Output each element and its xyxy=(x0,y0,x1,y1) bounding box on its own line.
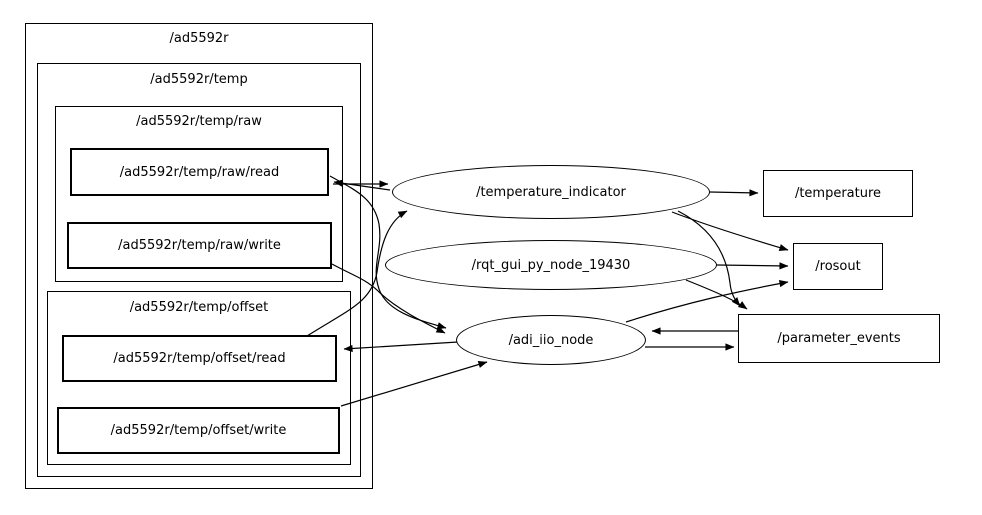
edge-temperature-indicator-to-temperature xyxy=(709,189,759,197)
service-raw-read-label: /ad5592r/temp/raw/read xyxy=(119,164,280,180)
topic-parameter-events[interactable]: /parameter_events xyxy=(738,314,940,363)
topic-parameter-events-label: /parameter_events xyxy=(777,331,901,346)
cluster-label-ad5592r-temp-offset: /ad5592r/temp/offset xyxy=(129,300,269,315)
node-temperature-indicator-label: /temperature_indicator xyxy=(476,184,626,200)
service-offset-read-label: /ad5592r/temp/offset/read xyxy=(113,351,286,366)
cluster-label-ad5592r-temp: /ad5592r/temp xyxy=(150,72,248,87)
service-raw-write-label: /ad5592r/temp/raw/write xyxy=(118,238,281,253)
service-offset-write-label: /ad5592r/temp/offset/write xyxy=(110,423,287,438)
topic-temperature-label: /temperature xyxy=(794,186,882,201)
service-raw-write[interactable]: /ad5592r/temp/raw/write xyxy=(67,222,332,269)
node-adi-iio-node-label: /adi_iio_node xyxy=(508,332,594,348)
edge-temperature-indicator-to-rosout xyxy=(671,211,789,252)
node-temperature-indicator[interactable]: /temperature_indicator xyxy=(392,165,710,219)
topic-rosout[interactable]: /rosout xyxy=(793,243,883,290)
service-raw-read[interactable]: /ad5592r/temp/raw/read xyxy=(70,148,329,196)
node-adi-iio-node[interactable]: /adi_iio_node xyxy=(456,315,646,365)
node-rqt-gui-py-node[interactable]: /rqt_gui_py_node_19430 xyxy=(385,240,717,290)
service-offset-write[interactable]: /ad5592r/temp/offset/write xyxy=(57,407,340,454)
service-offset-read[interactable]: /ad5592r/temp/offset/read xyxy=(62,335,337,382)
edge-rqt-gui-to-rosout xyxy=(716,262,789,270)
cluster-label-ad5592r-temp-raw: /ad5592r/temp/raw xyxy=(136,114,262,129)
cluster-label-ad5592r: /ad5592r xyxy=(169,31,229,46)
topic-temperature[interactable]: /temperature xyxy=(763,170,913,217)
node-rqt-gui-py-node-label: /rqt_gui_py_node_19430 xyxy=(471,257,631,273)
edge-rqt-gui-to-parameter-events xyxy=(685,279,748,310)
topic-rosout-label: /rosout xyxy=(815,259,861,274)
